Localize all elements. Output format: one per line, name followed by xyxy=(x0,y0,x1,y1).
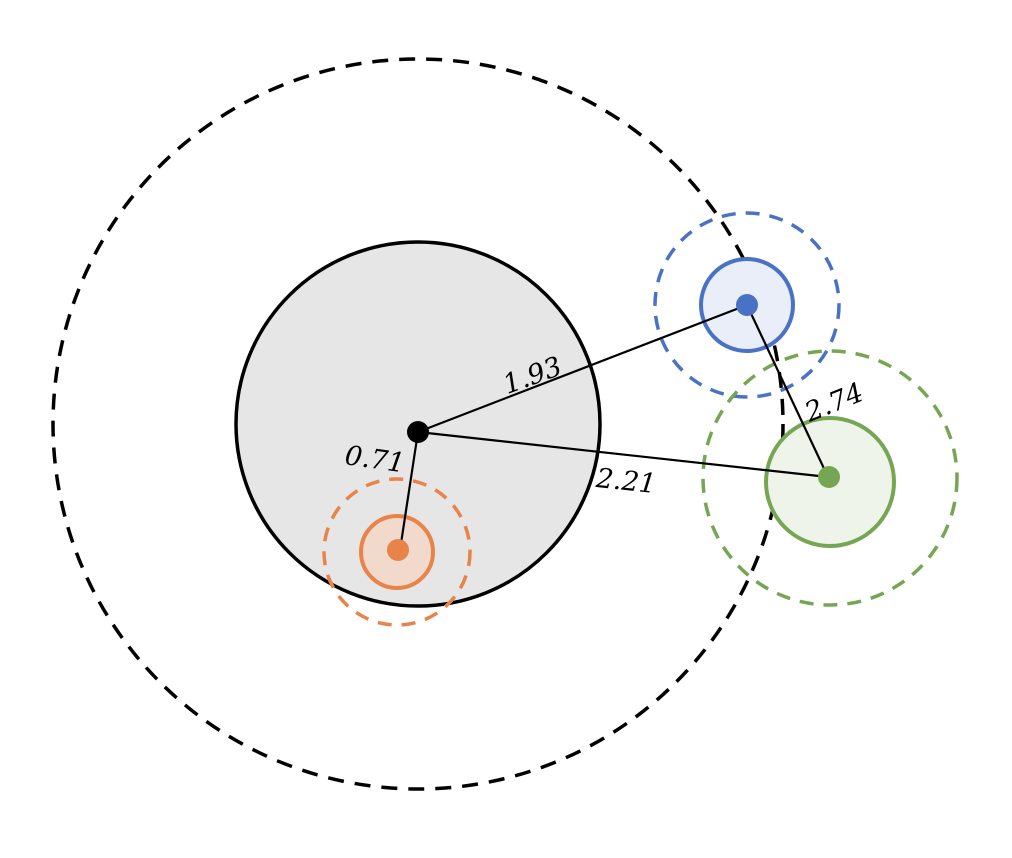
distance-label-green: 2.21 xyxy=(594,463,658,500)
center-point xyxy=(407,421,429,443)
line-blue-to-green xyxy=(746,304,829,478)
orange-center-point xyxy=(387,539,409,561)
green-dashed-circle xyxy=(701,349,959,607)
line-center-to-blue xyxy=(417,303,748,434)
line-center-to-green xyxy=(417,430,829,479)
orange-dashed-circle xyxy=(322,477,472,627)
blue-center-point xyxy=(736,294,758,316)
line-center-to-orange xyxy=(398,431,420,551)
blue-dashed-circle xyxy=(653,211,841,399)
green-center-point xyxy=(818,466,840,488)
outer-dashed-circle xyxy=(51,57,785,791)
